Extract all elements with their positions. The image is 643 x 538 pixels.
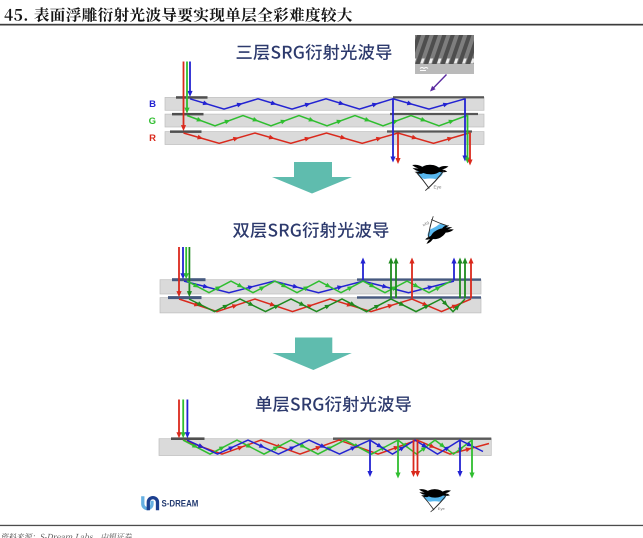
svg-text:R: R [149, 133, 156, 144]
svg-text:G: G [149, 116, 156, 127]
svg-text:S-DREAM: S-DREAM [162, 498, 199, 509]
svg-text:B: B [149, 99, 156, 110]
